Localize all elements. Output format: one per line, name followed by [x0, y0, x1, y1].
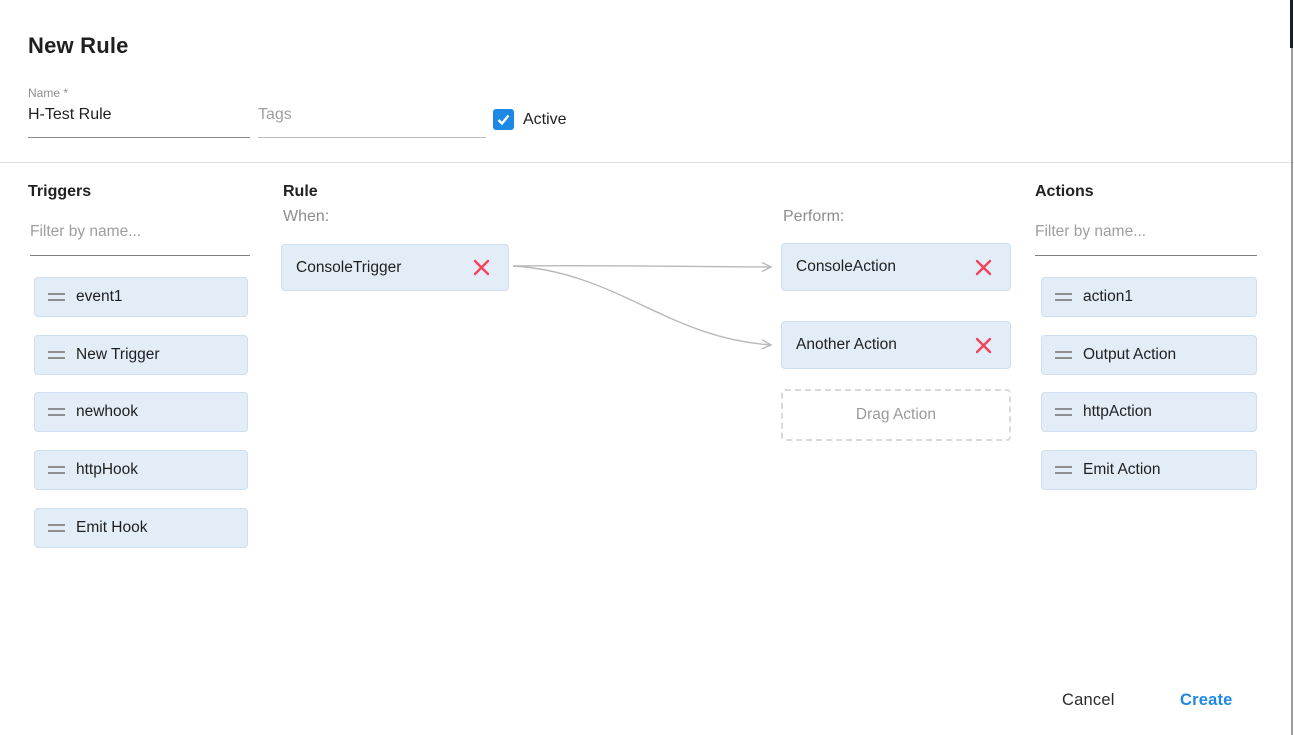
- cancel-button[interactable]: Cancel: [1052, 685, 1125, 716]
- actions-filter-input[interactable]: [1035, 222, 1257, 256]
- drag-handle-icon: [1055, 293, 1072, 301]
- dialog-edge-line: [1291, 48, 1293, 735]
- drag-handle-icon: [48, 408, 65, 416]
- trigger-item[interactable]: New Trigger: [34, 335, 248, 375]
- triggers-panel-title: Triggers: [28, 183, 92, 200]
- rule-when-card: ConsoleTrigger: [281, 244, 509, 291]
- name-label: Name *: [28, 86, 69, 100]
- drag-handle-icon: [48, 466, 65, 474]
- trigger-item-label: Emit Hook: [76, 519, 148, 536]
- perform-label: Perform:: [783, 208, 845, 225]
- actions-panel-title: Actions: [1035, 183, 1094, 200]
- remove-icon[interactable]: [972, 334, 994, 356]
- rule-perform-card-label: Another Action: [796, 336, 897, 353]
- trigger-item-label: newhook: [76, 403, 139, 420]
- action-item-label: httpAction: [1083, 403, 1152, 420]
- create-button[interactable]: Create: [1170, 685, 1243, 716]
- background-app-edge: [1290, 0, 1293, 48]
- drag-handle-icon: [48, 351, 65, 359]
- drag-action-dropzone[interactable]: Drag Action: [781, 389, 1011, 441]
- drag-handle-icon: [1055, 351, 1072, 359]
- remove-icon[interactable]: [470, 257, 492, 279]
- drag-handle-icon: [1055, 408, 1072, 416]
- remove-icon[interactable]: [972, 256, 994, 278]
- trigger-item[interactable]: newhook: [34, 392, 248, 432]
- action-item[interactable]: Emit Action: [1041, 450, 1257, 490]
- trigger-item-label: httpHook: [76, 461, 139, 478]
- trigger-item-label: event1: [76, 288, 123, 305]
- action-item-label: Output Action: [1083, 346, 1177, 363]
- trigger-item[interactable]: Emit Hook: [34, 508, 248, 548]
- connection-arrows: [512, 261, 773, 350]
- active-label: Active: [523, 111, 567, 128]
- action-item[interactable]: httpAction: [1041, 392, 1257, 432]
- rule-when-card-label: ConsoleTrigger: [296, 258, 402, 276]
- trigger-item[interactable]: httpHook: [34, 450, 248, 490]
- drag-handle-icon: [1055, 466, 1072, 474]
- tags-input[interactable]: [258, 105, 486, 138]
- triggers-filter-input[interactable]: [30, 222, 250, 256]
- trigger-item[interactable]: event1: [34, 277, 248, 317]
- checkmark-icon: [497, 114, 510, 126]
- drag-handle-icon: [48, 293, 65, 301]
- active-checkbox[interactable]: [493, 109, 514, 130]
- page-title: New Rule: [28, 33, 129, 58]
- when-label: When:: [283, 208, 330, 225]
- action-item-label: action1: [1083, 288, 1133, 305]
- rule-perform-card: Another Action: [781, 321, 1011, 369]
- header-divider: [0, 162, 1294, 163]
- rule-panel-title: Rule: [283, 183, 318, 200]
- rule-perform-card-label: ConsoleAction: [796, 258, 896, 275]
- rule-perform-card: ConsoleAction: [781, 243, 1011, 291]
- trigger-item-label: New Trigger: [76, 346, 160, 363]
- action-item-label: Emit Action: [1083, 461, 1161, 478]
- action-item[interactable]: Output Action: [1041, 335, 1257, 375]
- name-input[interactable]: [28, 105, 250, 138]
- action-item[interactable]: action1: [1041, 277, 1257, 317]
- drag-handle-icon: [48, 524, 65, 532]
